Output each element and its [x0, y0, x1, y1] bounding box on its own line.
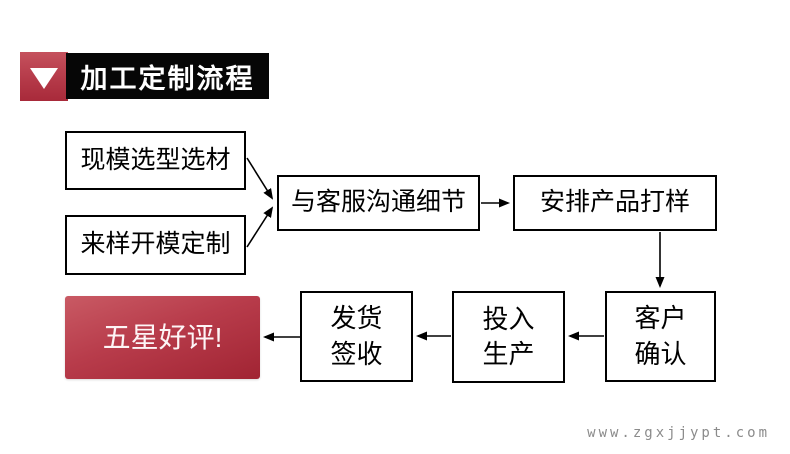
- flow-node-ship-sign: 发货 签收: [300, 291, 413, 382]
- flow-node-five-star-review: 五星好评!: [65, 296, 260, 379]
- arrow-mold-to-service: [246, 157, 274, 200]
- flow-node-customer-confirm: 客户 确认: [605, 291, 716, 382]
- triangle-down-icon: [30, 68, 58, 89]
- flow-node-arrange-proof: 安排产品打样: [513, 175, 717, 231]
- page-title: 加工定制流程: [66, 53, 269, 99]
- flow-node-existing-mold: 现模选型选材: [65, 131, 246, 190]
- flow-node-sample-mold: 来样开模定制: [65, 215, 246, 275]
- header-accent-square: [20, 52, 68, 101]
- flow-node-contact-service: 与客服沟通细节: [277, 175, 480, 231]
- flow-node-start-production: 投入 生产: [452, 291, 565, 383]
- watermark-url: www.zgxjjypt.com: [587, 425, 770, 441]
- arrow-sample-to-service: [246, 206, 274, 248]
